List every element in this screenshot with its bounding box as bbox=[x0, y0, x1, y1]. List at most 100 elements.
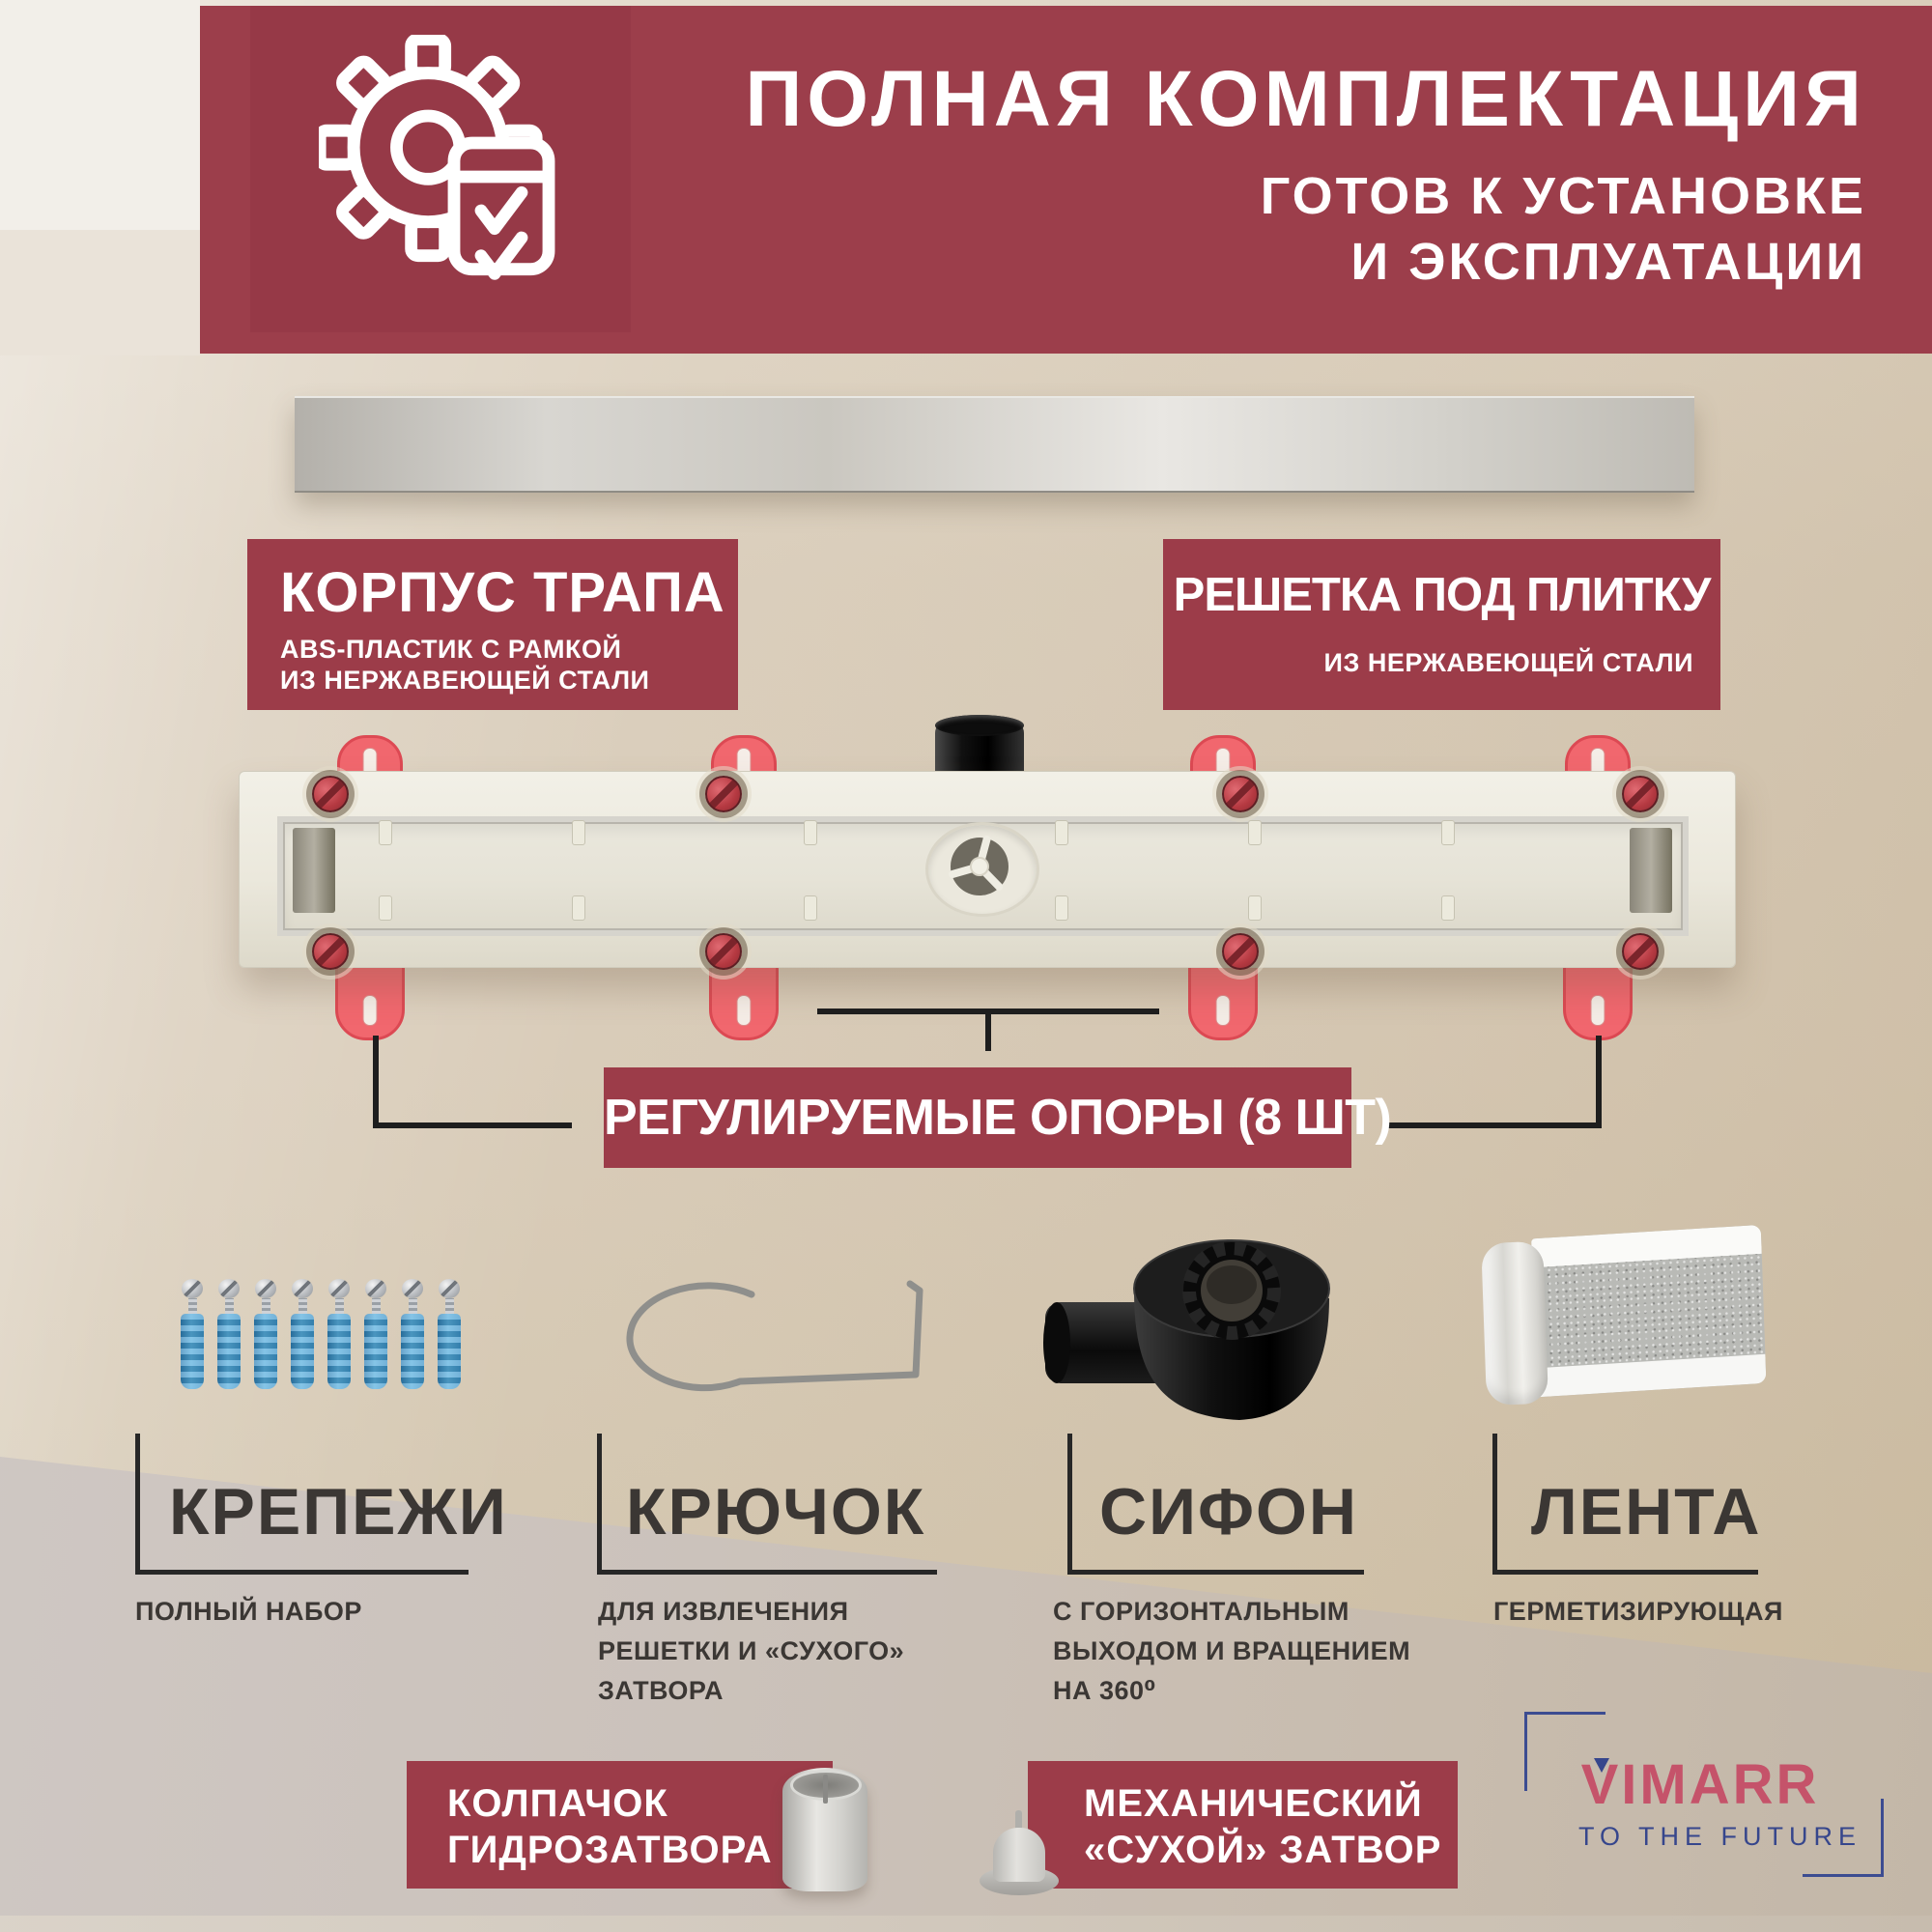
dowel bbox=[327, 1279, 352, 1393]
item-desc-fasteners: ПОЛНЫЙ НАБОР bbox=[135, 1592, 362, 1632]
connector-line bbox=[1596, 1036, 1602, 1128]
dowels-image bbox=[180, 1279, 471, 1393]
callout-cap-line2: ГИДРОЗАТВОРА bbox=[447, 1829, 773, 1871]
item-bracket bbox=[597, 1434, 602, 1575]
frame-tab bbox=[804, 895, 817, 921]
dowel bbox=[180, 1279, 205, 1393]
siphon-image bbox=[1043, 1239, 1330, 1420]
page-subtitle-line2: И ЭКСПЛУАТАЦИИ bbox=[1350, 233, 1866, 291]
tape-flat-part bbox=[1531, 1224, 1767, 1398]
dowel bbox=[216, 1279, 242, 1393]
red-screw bbox=[705, 933, 742, 970]
hook-image bbox=[626, 1280, 923, 1392]
frame-tab bbox=[804, 820, 817, 845]
callout-drain-body-desc-line1: ABS-ПЛАСТИК С РАМКОЙ bbox=[280, 635, 622, 664]
mount-foot bbox=[709, 959, 779, 1040]
item-bracket bbox=[135, 1434, 140, 1575]
red-screw bbox=[1222, 933, 1259, 970]
brand-tagline: TO THE FUTURE bbox=[1578, 1822, 1862, 1851]
item-desc-hook: ДЛЯ ИЗВЛЕЧЕНИЯ РЕШЕТКИ И «СУХОГО» ЗАТВОР… bbox=[598, 1592, 904, 1711]
frame-tab bbox=[1055, 895, 1068, 921]
frame-tab bbox=[1248, 820, 1262, 845]
item-title-fasteners: КРЕПЕЖИ bbox=[169, 1475, 508, 1548]
desc-line: ГЕРМЕТИЗИРУЮЩАЯ bbox=[1493, 1597, 1783, 1626]
drain-hole-spokes bbox=[948, 835, 1009, 895]
desc-line: ВЫХОДОМ И ВРАЩЕНИЕМ bbox=[1053, 1636, 1411, 1665]
callout-water-seal-cap: КОЛПАЧОК ГИДРОЗАТВОРА bbox=[407, 1761, 833, 1889]
frame-tab bbox=[379, 820, 392, 845]
frame-tab bbox=[1441, 895, 1455, 921]
callout-dry-trap-line1: МЕХАНИЧЕСКИЙ bbox=[1084, 1782, 1423, 1825]
item-desc-siphon: С ГОРИЗОНТАЛЬНЫМ ВЫХОДОМ И ВРАЩЕНИЕМ НА … bbox=[1053, 1592, 1410, 1711]
cap-pin bbox=[823, 1775, 828, 1804]
item-bracket bbox=[1067, 1570, 1364, 1575]
frame-tab bbox=[1248, 895, 1262, 921]
connector-line bbox=[1383, 1122, 1602, 1128]
drain-hole bbox=[925, 822, 1039, 917]
desc-line: С ГОРИЗОНТАЛЬНЫМ bbox=[1053, 1597, 1350, 1626]
background-bottom-strip bbox=[0, 1916, 1932, 1932]
red-screw bbox=[705, 776, 742, 812]
mount-foot bbox=[1563, 959, 1633, 1040]
drain-end-slot bbox=[1630, 828, 1672, 913]
connector-line bbox=[985, 1009, 991, 1051]
callout-adjustable-supports: РЕГУЛИРУЕМЫЕ ОПОРЫ (8 ШТ) bbox=[604, 1067, 1392, 1168]
frame-tab bbox=[1441, 820, 1455, 845]
desc-line: ЗАТВОРА bbox=[598, 1676, 724, 1705]
dry-trap-image bbox=[978, 1810, 1061, 1895]
water-seal-cap-image bbox=[782, 1768, 867, 1891]
page-subtitle-line1: ГОТОВ К УСТАНОВКЕ bbox=[1260, 167, 1866, 225]
item-bracket bbox=[1492, 1570, 1758, 1575]
drain-steel-frame bbox=[277, 816, 1689, 936]
callout-dry-trap-line2: «СУХОЙ» ЗАТВОР bbox=[1084, 1829, 1442, 1871]
red-screw bbox=[1222, 776, 1259, 812]
callout-grate: РЕШЕТКА ПОД ПЛИТКУ ИЗ НЕРЖАВЕЮЩЕЙ СТАЛИ bbox=[1163, 539, 1720, 710]
red-screw bbox=[312, 776, 349, 812]
callout-grate-desc: ИЗ НЕРЖАВЕЮЩЕЙ СТАЛИ bbox=[1323, 648, 1693, 677]
dry-trap-body bbox=[993, 1828, 1045, 1882]
callout-dry-trap: МЕХАНИЧЕСКИЙ «СУХОЙ» ЗАТВОР bbox=[1028, 1761, 1458, 1889]
callout-drain-body: КОРПУС ТРАПА ABS-ПЛАСТИК С РАМКОЙ ИЗ НЕР… bbox=[247, 539, 738, 710]
item-bracket bbox=[1492, 1434, 1497, 1575]
logo-bracket-top-left bbox=[1524, 1712, 1527, 1791]
connector-line bbox=[373, 1122, 572, 1128]
desc-line: ДЛЯ ИЗВЛЕЧЕНИЯ bbox=[598, 1597, 849, 1626]
callout-drain-body-title: КОРПУС ТРАПА bbox=[280, 561, 725, 624]
frame-tab bbox=[1055, 820, 1068, 845]
drain-end-slot bbox=[293, 828, 335, 913]
item-title-hook: КРЮЧОК bbox=[626, 1475, 926, 1548]
dowel bbox=[363, 1279, 388, 1393]
brand-logo: VIMARR bbox=[1580, 1753, 1820, 1816]
connector-line bbox=[373, 1036, 379, 1128]
logo-bracket-bottom-right bbox=[1881, 1799, 1884, 1877]
mount-foot bbox=[335, 959, 405, 1040]
desc-line: ПОЛНЫЙ НАБОР bbox=[135, 1597, 362, 1626]
item-bracket bbox=[597, 1570, 937, 1575]
desc-line: НА 360⁰ bbox=[1053, 1676, 1156, 1705]
brand-logo-v-notch bbox=[1594, 1758, 1609, 1773]
tape-roll-edge bbox=[1481, 1240, 1549, 1406]
red-screw bbox=[312, 933, 349, 970]
frame-tab bbox=[572, 895, 585, 921]
logo-bracket-bottom-right bbox=[1803, 1874, 1884, 1877]
callout-drain-body-desc-line2: ИЗ НЕРЖАВЕЮЩЕЙ СТАЛИ bbox=[280, 666, 650, 695]
callout-grate-title: РЕШЕТКА ПОД ПЛИТКУ bbox=[1173, 569, 1712, 621]
dowel bbox=[290, 1279, 315, 1393]
page-title: ПОЛНАЯ КОМПЛЕКТАЦИЯ bbox=[745, 55, 1866, 143]
dowel bbox=[437, 1279, 462, 1393]
gear-checklist-icon bbox=[319, 35, 555, 280]
desc-line: РЕШЕТКИ И «СУХОГО» bbox=[598, 1636, 905, 1665]
red-screw bbox=[1622, 933, 1659, 970]
drain-body-image bbox=[239, 715, 1736, 1040]
item-title-siphon: СИФОН bbox=[1099, 1475, 1359, 1548]
mount-foot bbox=[1188, 959, 1258, 1040]
frame-tab bbox=[572, 820, 585, 845]
item-title-tape: ЛЕНТА bbox=[1531, 1475, 1762, 1548]
background-top-left-light bbox=[0, 0, 200, 230]
logo-bracket-top-left bbox=[1524, 1712, 1605, 1715]
frame-tab bbox=[379, 895, 392, 921]
steel-grate-image bbox=[295, 396, 1694, 493]
dry-trap-pin bbox=[1015, 1810, 1022, 1835]
item-bracket bbox=[135, 1570, 469, 1575]
